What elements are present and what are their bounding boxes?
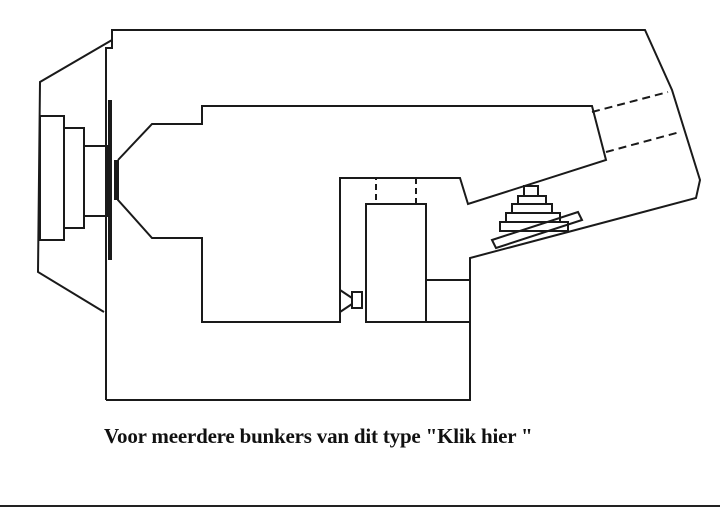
chamber-side-annex (425, 279, 471, 323)
front-block-outer (39, 115, 65, 241)
bottom-edge-line (0, 505, 720, 507)
gun-mount-steps (490, 185, 584, 250)
chamber-top-annex (375, 177, 417, 205)
ventilation-fitting (339, 289, 363, 313)
front-wing-outline (36, 39, 113, 313)
outer-envelope (105, 29, 702, 401)
front-block-mid (63, 127, 85, 229)
main-room (117, 105, 608, 323)
inner-chamber (365, 203, 427, 323)
front-block-inner (83, 145, 109, 217)
opening-dashed-bottom (605, 131, 681, 153)
opening-dashed-top (591, 91, 669, 113)
more-bunkers-link[interactable]: Voor meerdere bunkers van dit type "Klik… (104, 424, 533, 448)
